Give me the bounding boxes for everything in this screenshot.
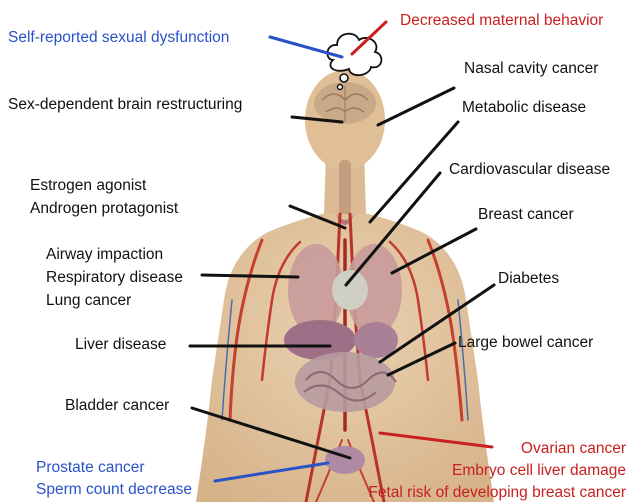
label-decreased-maternal-behavior: Decreased maternal behavior (400, 13, 603, 29)
label-metabolic-disease: Metabolic disease (462, 100, 586, 116)
label-liver-disease: Liver disease (75, 337, 166, 353)
label-embryo-cell-liver-damage: Embryo cell liver damage (452, 463, 626, 479)
label-fetal-risk-breast-cancer: Fetal risk of developing breast cancer (368, 485, 626, 501)
label-lung-cancer: Lung cancer (46, 293, 131, 309)
heart (332, 270, 368, 310)
label-estrogen-agonist: Estrogen agonist (30, 178, 146, 194)
label-airway-impaction: Airway impaction (46, 247, 163, 263)
label-sex-dependent-brain-restructuring: Sex-dependent brain restructuring (8, 97, 242, 113)
label-sperm-count-decrease: Sperm count decrease (36, 482, 192, 498)
label-prostate-cancer: Prostate cancer (36, 460, 145, 476)
bladder (325, 446, 365, 474)
label-self-reported-sexual-dysfunction: Self-reported sexual dysfunction (8, 30, 229, 46)
brain-illustration (314, 82, 376, 124)
label-diabetes: Diabetes (498, 271, 559, 287)
label-nasal-cavity-cancer: Nasal cavity cancer (464, 61, 598, 77)
label-ovarian-cancer: Ovarian cancer (521, 441, 626, 457)
label-large-bowel-cancer: Large bowel cancer (458, 335, 593, 351)
label-cardiovascular-disease: Cardiovascular disease (449, 162, 610, 178)
label-androgen-protagonist: Androgen protagonist (30, 201, 178, 217)
label-bladder-cancer: Bladder cancer (65, 398, 169, 414)
label-respiratory-disease: Respiratory disease (46, 270, 183, 286)
label-breast-cancer: Breast cancer (478, 207, 574, 223)
